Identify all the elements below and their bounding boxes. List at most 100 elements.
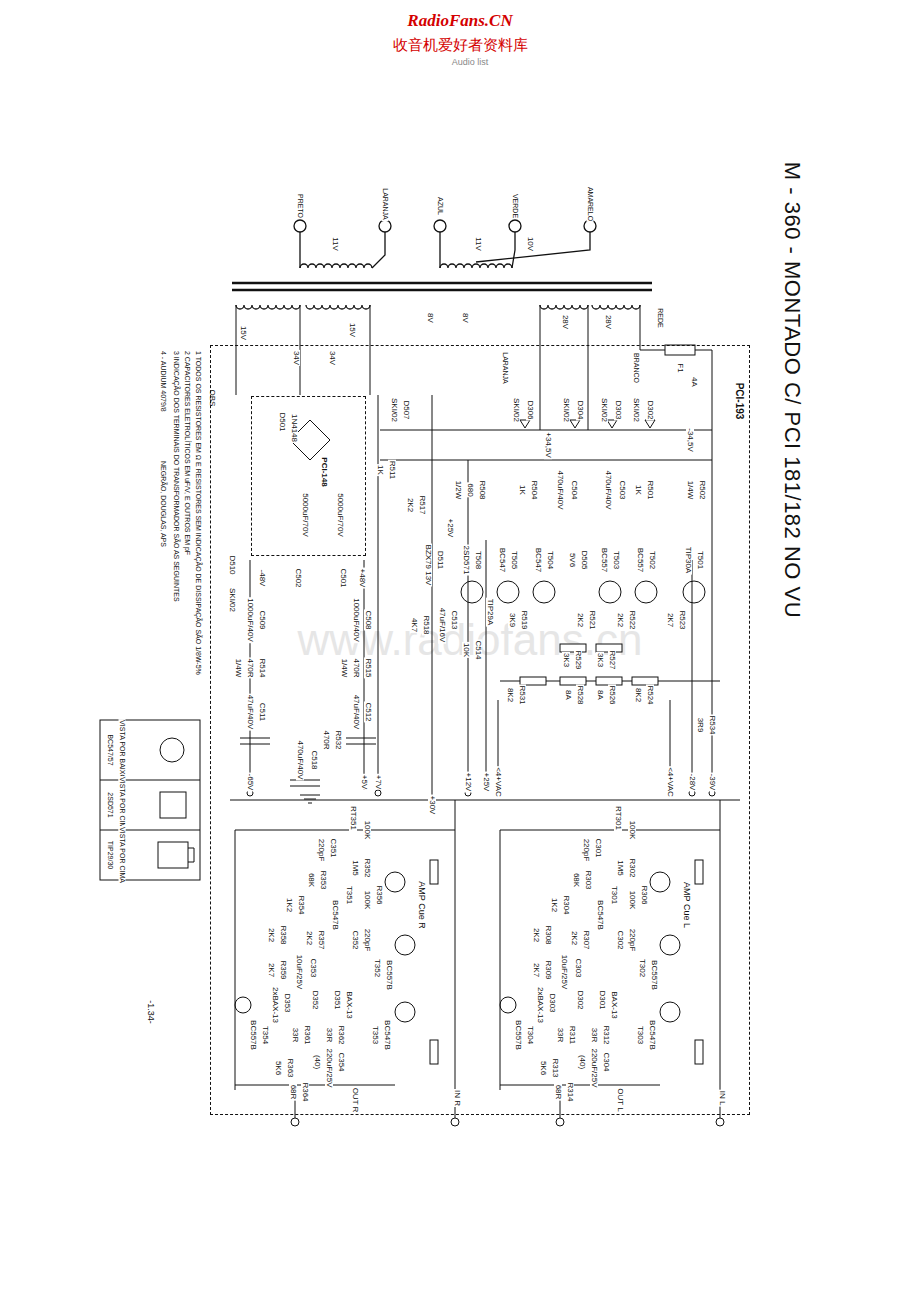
value-label: -39V bbox=[708, 773, 716, 792]
annotation-text: BC557 bbox=[600, 547, 608, 573]
value-label: <4+VAC bbox=[666, 766, 674, 798]
value-label: +30V bbox=[428, 795, 436, 816]
value-label: 220pF bbox=[628, 928, 636, 953]
value-label: SKI/02 bbox=[562, 397, 570, 423]
value-label: +25V bbox=[446, 518, 454, 539]
value-label: 11V bbox=[331, 236, 339, 252]
value-label: 220uF/25V bbox=[325, 1047, 333, 1088]
value-label: 8V bbox=[461, 312, 469, 324]
value-label: +5V bbox=[360, 774, 368, 790]
value-label: 2K2 bbox=[305, 930, 313, 946]
component-ref: D303 bbox=[548, 992, 556, 1013]
annotation-text: OUT R bbox=[351, 1087, 359, 1114]
value-label: 34V bbox=[328, 350, 336, 366]
power-wiring bbox=[380, 460, 712, 461]
power-wiring bbox=[540, 305, 541, 430]
value-label: 34V bbox=[292, 350, 300, 366]
value-label: BAX-13 bbox=[345, 990, 353, 1020]
value-label: 10K bbox=[462, 642, 470, 658]
value-label: 1K bbox=[634, 484, 642, 496]
component-ref: R307 bbox=[582, 929, 590, 950]
component-ref: T301 bbox=[610, 885, 618, 905]
component-ref: C501 bbox=[339, 567, 347, 588]
power-wiring bbox=[236, 305, 237, 395]
component-ref: D505 bbox=[580, 549, 588, 570]
value-label: 3R9 bbox=[696, 717, 704, 734]
annotation-text: BC547/57 bbox=[107, 733, 114, 766]
value-label: 100K bbox=[628, 820, 636, 841]
annotation-text: 1M5 bbox=[351, 859, 359, 877]
amplifier-wiring bbox=[720, 800, 721, 1118]
amplifier-wiring bbox=[500, 997, 516, 1013]
value-label: 5V6 bbox=[568, 552, 576, 568]
component-ref: R531 bbox=[518, 684, 526, 705]
transformer bbox=[434, 220, 446, 232]
value-label: +34,5V bbox=[544, 431, 552, 459]
component-ref: C354 bbox=[337, 1051, 345, 1072]
power-wiring bbox=[497, 581, 519, 603]
amplifier-wiring bbox=[716, 1118, 724, 1126]
annotation-text: PRETO bbox=[297, 193, 304, 219]
value-label: 68R bbox=[289, 1084, 297, 1101]
value-label: 100K bbox=[363, 820, 371, 841]
component-ref: R308 bbox=[544, 924, 552, 945]
component-ref: R304 bbox=[562, 894, 570, 915]
component-ref: T501 bbox=[696, 550, 704, 570]
power-wiring bbox=[346, 738, 376, 744]
diagram-title: M - 360 - MONTADO C/ PCI 181/182 NO VU bbox=[781, 161, 803, 619]
component-ref: R313 bbox=[551, 1057, 559, 1078]
component-ref: D302 bbox=[646, 399, 654, 420]
rectifier-board: PCI-148 bbox=[251, 396, 366, 556]
value-label: 10uF/25V bbox=[295, 954, 303, 991]
annotation-text: LARANJA bbox=[382, 187, 389, 221]
annotation-text: AZUL bbox=[437, 196, 444, 216]
annotation-text: BRANCO bbox=[633, 352, 640, 384]
value-label: 1/4W bbox=[234, 658, 242, 679]
value-label: 2K2 bbox=[267, 927, 275, 943]
component-ref: C511 bbox=[258, 702, 266, 723]
annotation-text: -1.34- bbox=[146, 999, 155, 1025]
value-label: 1000uF/40V bbox=[352, 597, 360, 643]
value-label: 1K2 bbox=[285, 897, 293, 913]
power-wiring bbox=[632, 677, 658, 685]
pinout-box bbox=[100, 720, 200, 880]
component-ref: C502 bbox=[294, 567, 302, 588]
value-label: SKI/02 bbox=[228, 587, 236, 613]
value-label: 220uF/25V bbox=[590, 1047, 598, 1088]
value-label: <4+VAC bbox=[494, 766, 502, 798]
power-wiring bbox=[240, 738, 270, 744]
component-ref: C513 bbox=[450, 609, 458, 630]
component-ref: C351 bbox=[329, 837, 337, 858]
transformer bbox=[372, 232, 385, 268]
power-wiring bbox=[683, 581, 705, 603]
header-text: Audio list bbox=[451, 58, 490, 67]
component-ref: R362 bbox=[337, 1024, 345, 1045]
component-ref: R309 bbox=[544, 959, 552, 980]
value-label: F1 bbox=[676, 362, 684, 373]
annotation-text: VERDE bbox=[512, 193, 519, 219]
amplifier-wiring bbox=[235, 800, 459, 1126]
component-ref: R352 bbox=[363, 857, 371, 878]
value-label: 68K bbox=[307, 872, 315, 888]
value-label: 1000uF/40V bbox=[246, 597, 254, 643]
component-ref: C303 bbox=[574, 957, 582, 978]
value-label: 8A bbox=[564, 689, 572, 701]
value-label: 1/2W bbox=[454, 480, 462, 501]
value-label: 15V bbox=[348, 322, 356, 338]
power-wiring bbox=[300, 795, 320, 803]
component-ref: D352 bbox=[311, 989, 319, 1010]
component-ref: R356 bbox=[375, 884, 383, 905]
annotation-text: BC547 bbox=[498, 547, 506, 573]
value-label: SKI/02 bbox=[390, 397, 398, 423]
transformer bbox=[236, 305, 300, 309]
component-ref: D306 bbox=[526, 399, 534, 420]
component-ref: R524 bbox=[646, 684, 654, 705]
annotation-text: BC547B bbox=[383, 1019, 391, 1051]
value-label: +25V bbox=[482, 772, 490, 793]
amplifier-wiring bbox=[500, 830, 501, 1090]
component-ref: C514 bbox=[474, 639, 482, 660]
component-ref: T353 bbox=[371, 1025, 379, 1045]
value-label: +12V bbox=[464, 772, 472, 793]
annotation-text: AMP Cue R bbox=[417, 880, 426, 929]
value-label: 1/4W bbox=[340, 658, 348, 679]
